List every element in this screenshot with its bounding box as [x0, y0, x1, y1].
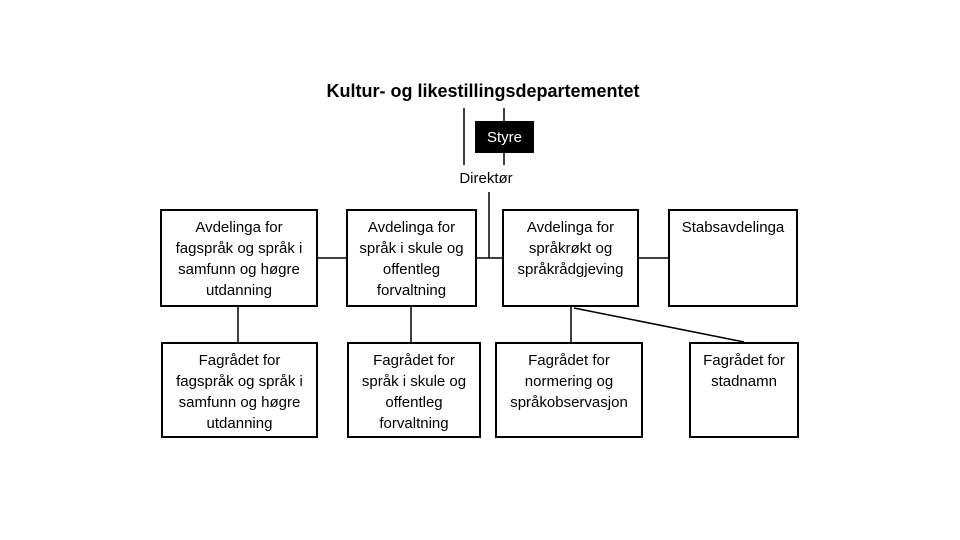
council-box-normering: Fagrådet for normering og språkobservasj… — [495, 342, 643, 438]
council-box-fagsprak: Fagrådet for fagspråk og språk i samfunn… — [161, 342, 318, 438]
department-box-stab: Stabsavdelinga — [668, 209, 798, 307]
department-box-sprakrokt: Avdelinga for språkrøkt og språkrådgjevi… — [502, 209, 639, 307]
council-box-skule: Fagrådet for språk i skule og offentleg … — [347, 342, 481, 438]
council-box-stadnamn: Fagrådet for stadnamn — [689, 342, 799, 438]
board-box: Styre — [475, 121, 534, 153]
department-box-skule: Avdelinga for språk i skule og offentleg… — [346, 209, 477, 307]
director-label: Direktør — [459, 170, 513, 187]
department-box-fagsprak: Avdelinga for fagspråk og språk i samfun… — [160, 209, 318, 307]
chart-title: Kultur- og likestillingsdepartementet — [326, 81, 640, 101]
